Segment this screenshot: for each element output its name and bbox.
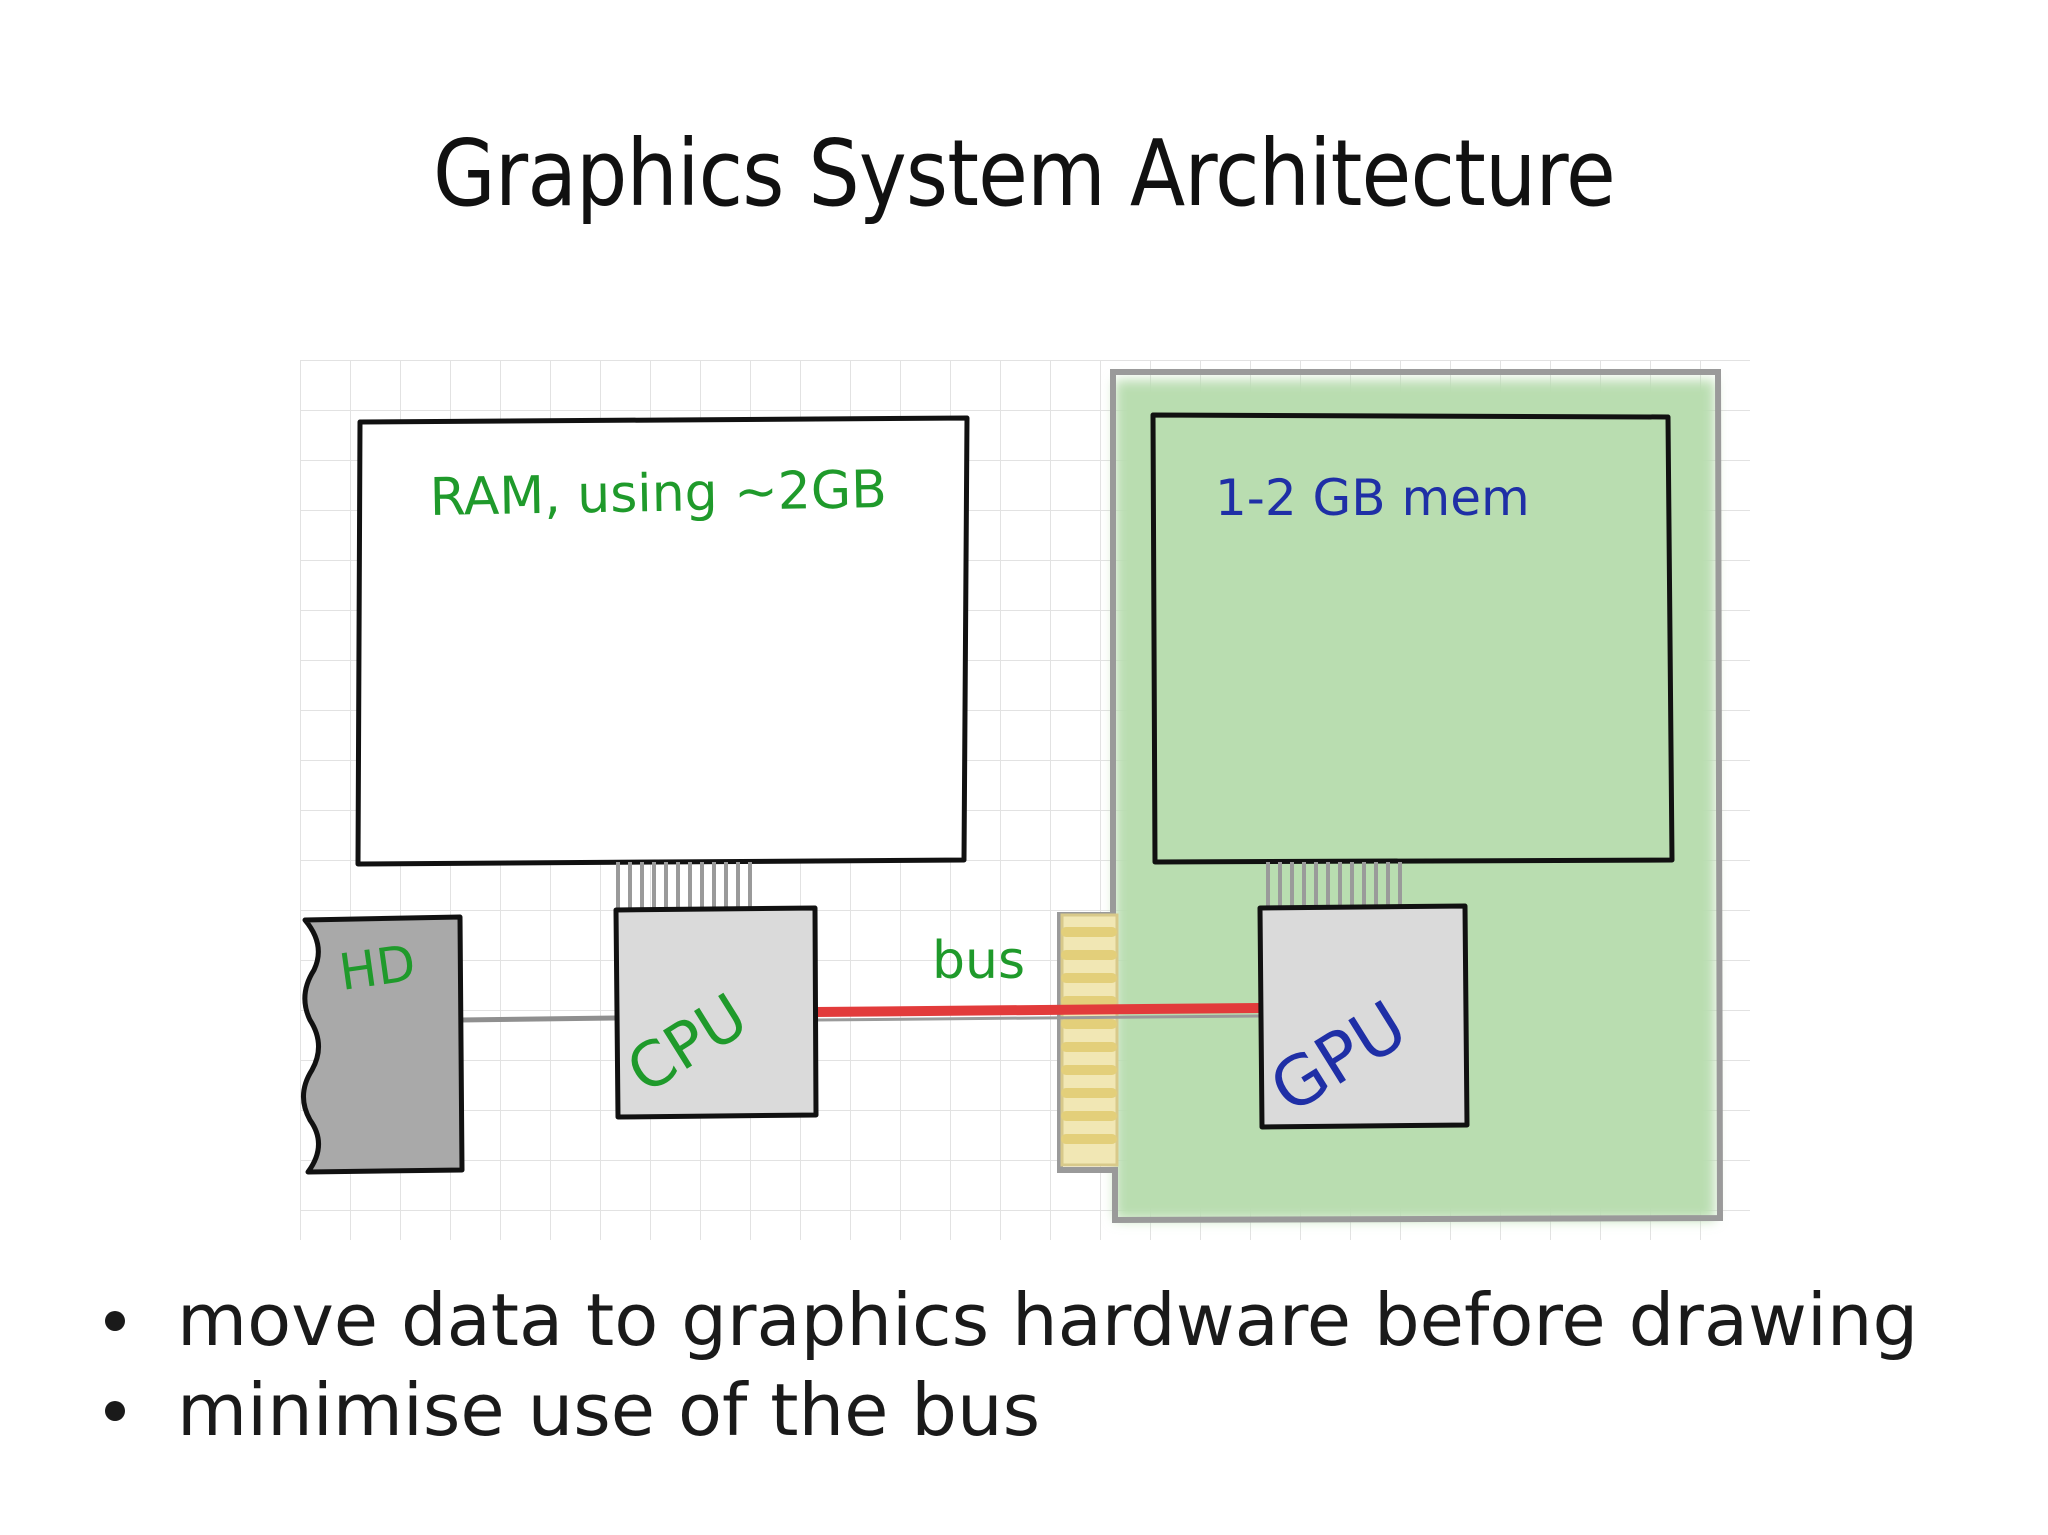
bullet-dot (105, 1311, 125, 1331)
gpu-memory-pins (1266, 862, 1402, 910)
gpu-chip (1257, 903, 1470, 1130)
bus-line (814, 1003, 1261, 1022)
cpu-memory-pins (616, 862, 752, 910)
bullet-list: move data to graphics hardware before dr… (105, 1275, 1918, 1455)
bullet-text: minimise use of the bus (177, 1368, 1041, 1452)
bullet-text: move data to graphics hardware before dr… (177, 1278, 1919, 1362)
pcie-connector (1060, 913, 1119, 1167)
bullet-item: minimise use of the bus (105, 1365, 1918, 1455)
bullet-item: move data to graphics hardware before dr… (105, 1275, 1918, 1365)
ram-box (355, 415, 970, 867)
bullet-dot (105, 1401, 125, 1421)
ram-label: RAM, using ~2GB (429, 460, 887, 528)
bus-label: bus (932, 931, 1025, 991)
gpu-memory-label: 1-2 GB mem (1215, 469, 1530, 527)
gpu-memory-box (1150, 412, 1675, 865)
hd-cpu-cable (459, 1015, 616, 1023)
cpu-chip (613, 905, 819, 1120)
architecture-diagram: RAM, using ~2GB 1-2 GB mem (300, 360, 1750, 1240)
hd-label: HD (336, 934, 419, 1002)
hard-disk (301, 914, 465, 1175)
slide-title: Graphics System Architecture (433, 120, 1616, 227)
